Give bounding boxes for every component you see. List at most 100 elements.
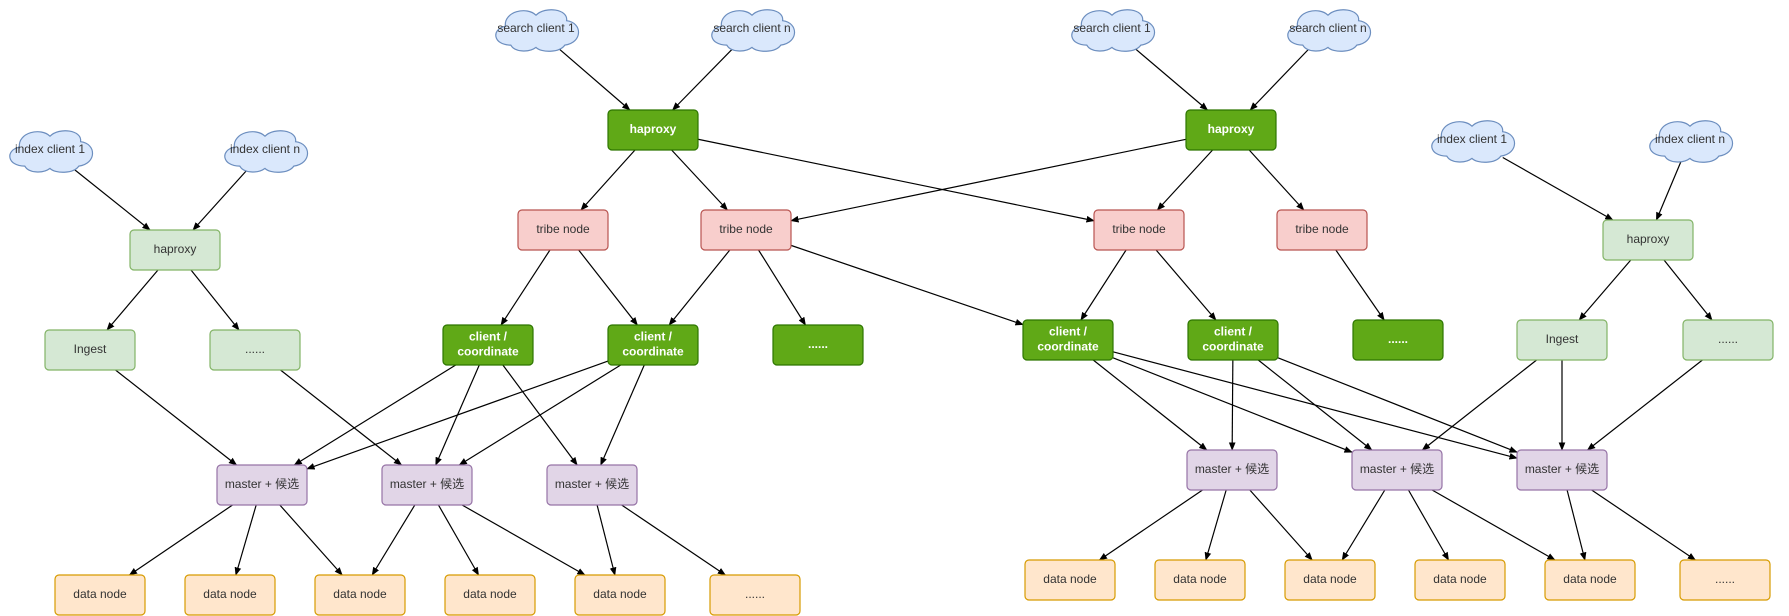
- node-d8: data node: [1154, 559, 1246, 601]
- node-dots_l: ......: [209, 329, 301, 371]
- node-label: ......: [245, 342, 265, 356]
- edge-scn_b-to-hap_b: [1249, 46, 1312, 111]
- node-label: haproxy: [1208, 122, 1255, 136]
- edge-hap_b-to-tn4: [1248, 149, 1305, 211]
- edge-m4-to-d8: [1204, 489, 1227, 561]
- node-label: master + 候选: [225, 477, 299, 491]
- node-ing_r: Ingest: [1516, 319, 1608, 361]
- node-m5: master + 候选: [1351, 449, 1443, 491]
- edge-tn1-to-cc2: [578, 249, 638, 326]
- cloud-shape: [1431, 120, 1516, 163]
- node-ing_l: Ingest: [44, 329, 136, 371]
- node-label: index client n: [230, 142, 300, 156]
- edge-hap_l-to-ing_l: [106, 269, 159, 331]
- edge-hap_b-to-tn2: [790, 138, 1187, 223]
- node-label: tribe node: [1295, 222, 1349, 236]
- node-gdots_b: ......: [1352, 319, 1444, 361]
- edge-hap_b-to-tn3: [1156, 149, 1214, 211]
- node-box: [209, 329, 301, 371]
- node-label: data node: [1433, 572, 1487, 586]
- node-m1: master + 候选: [216, 464, 308, 506]
- node-label: coordinate: [1202, 340, 1264, 354]
- node-box: [381, 464, 473, 506]
- node-box: [1093, 209, 1185, 251]
- node-label: haproxy: [630, 122, 677, 136]
- node-label: tribe node: [536, 222, 590, 236]
- edge-m2-to-d4: [437, 504, 480, 576]
- node-tn3: tribe node: [1093, 209, 1185, 251]
- node-label: master + 候选: [555, 477, 629, 491]
- node-label: client /: [1214, 325, 1253, 339]
- node-icn_l: index client n: [224, 130, 309, 173]
- cloud-shape: [224, 130, 309, 173]
- node-label: haproxy: [154, 242, 197, 256]
- edge-m1-to-d3: [279, 504, 343, 576]
- edge-tn3-to-cc3: [1080, 249, 1127, 321]
- node-label: ......: [745, 587, 765, 601]
- node-m2: master + 候选: [381, 464, 473, 506]
- cloud-shape: [1649, 120, 1734, 163]
- node-label: data node: [333, 587, 387, 601]
- node-box: [546, 464, 638, 506]
- node-label: data node: [593, 587, 647, 601]
- edge-m6-to-d11: [1566, 489, 1587, 561]
- edge-hap_a-to-tn2: [671, 149, 728, 211]
- node-label: master + 候选: [390, 477, 464, 491]
- node-box: [709, 574, 801, 616]
- node-box: [444, 574, 536, 616]
- node-scn_a: search client n: [711, 9, 796, 52]
- node-label: ......: [808, 337, 828, 351]
- edge-m2-to-d3: [371, 504, 416, 576]
- edge-m3-to-d5: [596, 504, 617, 576]
- edge-hap_r-to-dots_r: [1663, 259, 1713, 321]
- node-box: [1414, 559, 1506, 601]
- node-label: ......: [1718, 332, 1738, 346]
- node-label: client /: [1049, 325, 1088, 339]
- edge-hap_l-to-dots_l: [190, 269, 240, 331]
- node-label: data node: [73, 587, 127, 601]
- node-label: search client n: [713, 21, 790, 35]
- node-d12: ......: [1679, 559, 1771, 601]
- edge-icn_r-to-hap_r: [1655, 157, 1684, 221]
- edge-m3-to-d6: [621, 504, 727, 576]
- edge-cc2-to-m2: [458, 364, 622, 466]
- node-box: [1284, 559, 1376, 601]
- node-label: Ingest: [74, 342, 107, 356]
- node-label: search client 1: [1073, 21, 1151, 35]
- node-label: coordinate: [457, 345, 519, 359]
- cloud-shape: [711, 9, 796, 52]
- node-label: master + 候选: [1360, 462, 1434, 476]
- cloud-shape: [495, 9, 580, 52]
- node-label: search client n: [1289, 21, 1366, 35]
- edge-m5-to-d10: [1407, 489, 1450, 561]
- edge-m6-to-d12: [1591, 489, 1697, 561]
- node-d4: data node: [444, 574, 536, 616]
- edge-m5-to-d9: [1341, 489, 1386, 561]
- edge-sc1_b-to-hap_b: [1132, 46, 1209, 111]
- node-label: tribe node: [719, 222, 773, 236]
- edge-m1-to-d2: [234, 504, 257, 576]
- node-hap_r: haproxy: [1602, 219, 1694, 261]
- node-cc1: client /coordinate: [442, 324, 534, 366]
- node-hap_l: haproxy: [129, 229, 221, 271]
- node-m6: master + 候选: [1516, 449, 1608, 491]
- edge-tn3-to-cc4: [1155, 249, 1217, 321]
- node-d6: ......: [709, 574, 801, 616]
- edge-cc4-to-m4: [1228, 359, 1236, 451]
- node-box: [442, 324, 534, 366]
- node-label: client /: [634, 330, 673, 344]
- node-label: ......: [1715, 572, 1735, 586]
- node-label: data node: [1043, 572, 1097, 586]
- node-label: coordinate: [1037, 340, 1099, 354]
- node-label: Ingest: [1546, 332, 1579, 346]
- node-box: [216, 464, 308, 506]
- node-box: [1276, 209, 1368, 251]
- node-tn1: tribe node: [517, 209, 609, 251]
- edge-ic1_r-to-hap_r: [1502, 156, 1614, 221]
- node-ic1_l: index client 1: [9, 130, 94, 173]
- node-label: data node: [463, 587, 517, 601]
- edge-tn2-to-cc2: [668, 249, 731, 326]
- node-gdots_a: ......: [772, 324, 864, 366]
- node-box: [1516, 449, 1608, 491]
- edge-cc4-to-m6: [1277, 357, 1518, 453]
